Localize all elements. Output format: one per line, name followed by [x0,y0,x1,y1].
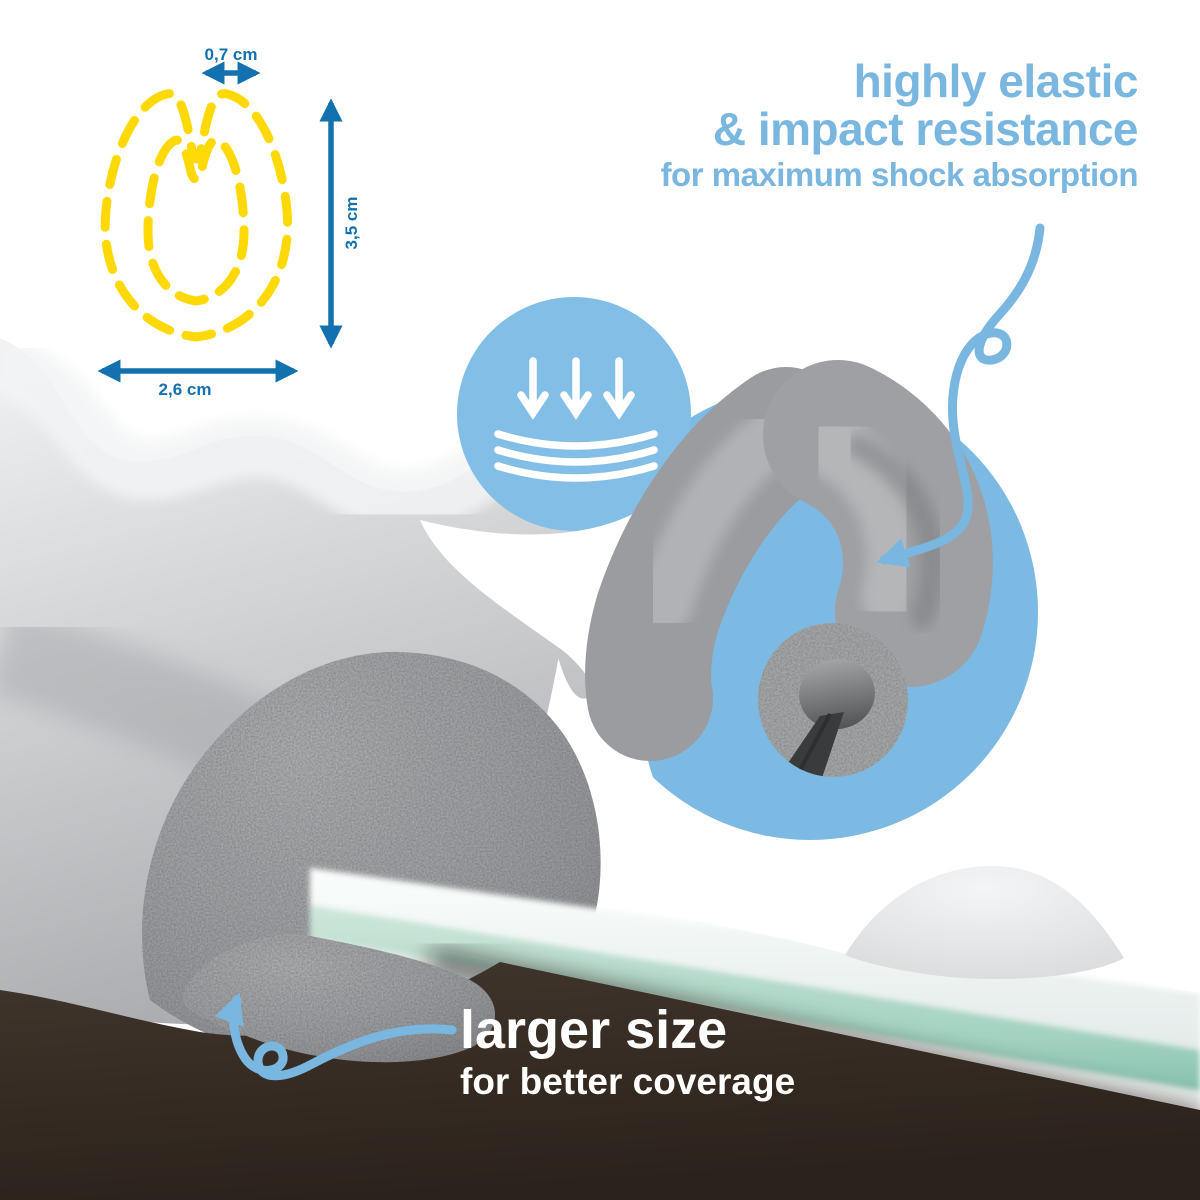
foam-tube-back-highlight [636,408,802,634]
curly-arrow-icon [214,992,457,1081]
cushion-line [494,446,658,466]
elastic-callout-line2: & impact resistance [712,103,1139,155]
foam-hump [845,866,1124,979]
dimension-height-label: 3,5 cm [342,196,361,250]
elastic-callout-line1: highly elastic [853,55,1139,107]
elastic-callout-line3: for maximum shock absorption [660,156,1139,193]
profile-outline-yellow [100,89,293,342]
size-callout: larger size for better coverage [460,1002,795,1102]
cushion-line [494,462,658,482]
profile-outer-outline [100,89,293,342]
foam-cross-section [757,623,909,787]
cross-section-seam [794,713,832,779]
size-callout-line2: for better coverage [460,1060,796,1102]
down-arrow-icon [603,357,635,420]
dimension-diagram [97,61,343,383]
down-arrow-icon [517,357,549,420]
glass-mint-edge [310,905,1200,1093]
size-callout-line1: larger size [460,1000,728,1060]
product-photo [0,334,1200,1200]
curly-arrow-icon [876,223,1045,568]
foam-tube-front-shadow [846,434,945,628]
foam-profile-photo [585,360,993,787]
shock-absorption-icon [457,297,691,531]
glass-top-face [310,868,1200,1052]
down-arrow-icon [560,357,592,420]
dimension-top-width-label: 0,7 cm [204,45,258,64]
foam-tube-front-highlight [794,410,931,628]
dimension-arrows [97,61,343,383]
cross-section-hole [799,658,875,730]
cushion-line [494,430,658,450]
floor [0,962,1200,1200]
elastic-callout: highly elastic & impact resistance for m… [660,55,1139,193]
dimension-bottom-width-label: 2,6 cm [158,380,212,399]
profile-inner-outline [143,135,249,306]
